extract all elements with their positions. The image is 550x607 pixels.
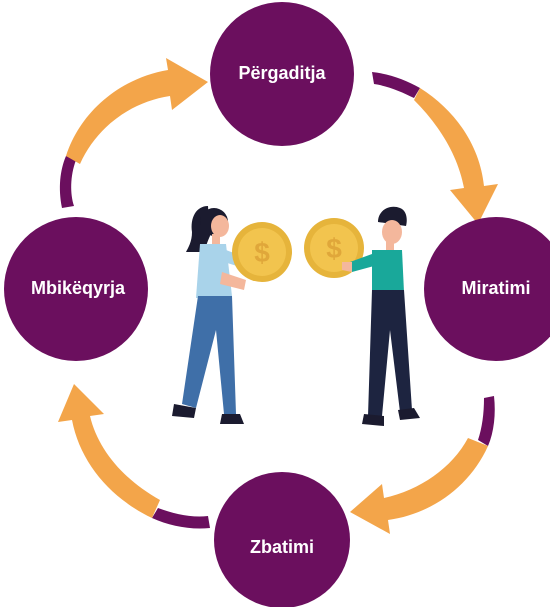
man-figure xyxy=(342,206,420,426)
node-miratimi: Miratimi xyxy=(424,217,550,361)
node-pergaditja-label: Përgaditja xyxy=(238,63,326,83)
node-mbikeqyrja-label: Mbikëqyrja xyxy=(31,278,126,298)
dollar-icon: $ xyxy=(254,237,270,268)
cycle-arrows xyxy=(58,58,498,534)
node-zbatimi: Zbatimi xyxy=(214,472,350,607)
coin-exchange-illustration: $ $ xyxy=(172,206,420,426)
woman-figure xyxy=(172,206,252,424)
arrow-pergaditja-to-miratimi xyxy=(372,72,498,224)
node-mbikeqyrja: Mbikëqyrja xyxy=(4,217,148,361)
dollar-icon: $ xyxy=(326,233,342,264)
node-zbatimi-label: Zbatimi xyxy=(250,537,314,557)
arrow-miratimi-to-zbatimi xyxy=(350,396,495,534)
node-miratimi-label: Miratimi xyxy=(461,278,530,298)
node-pergaditja: Përgaditja xyxy=(210,2,354,146)
arrow-zbatimi-to-mbikeqyrja xyxy=(58,384,210,529)
arrow-mbikeqyrja-to-pergaditja xyxy=(59,58,208,208)
coin-left: $ xyxy=(232,222,292,282)
